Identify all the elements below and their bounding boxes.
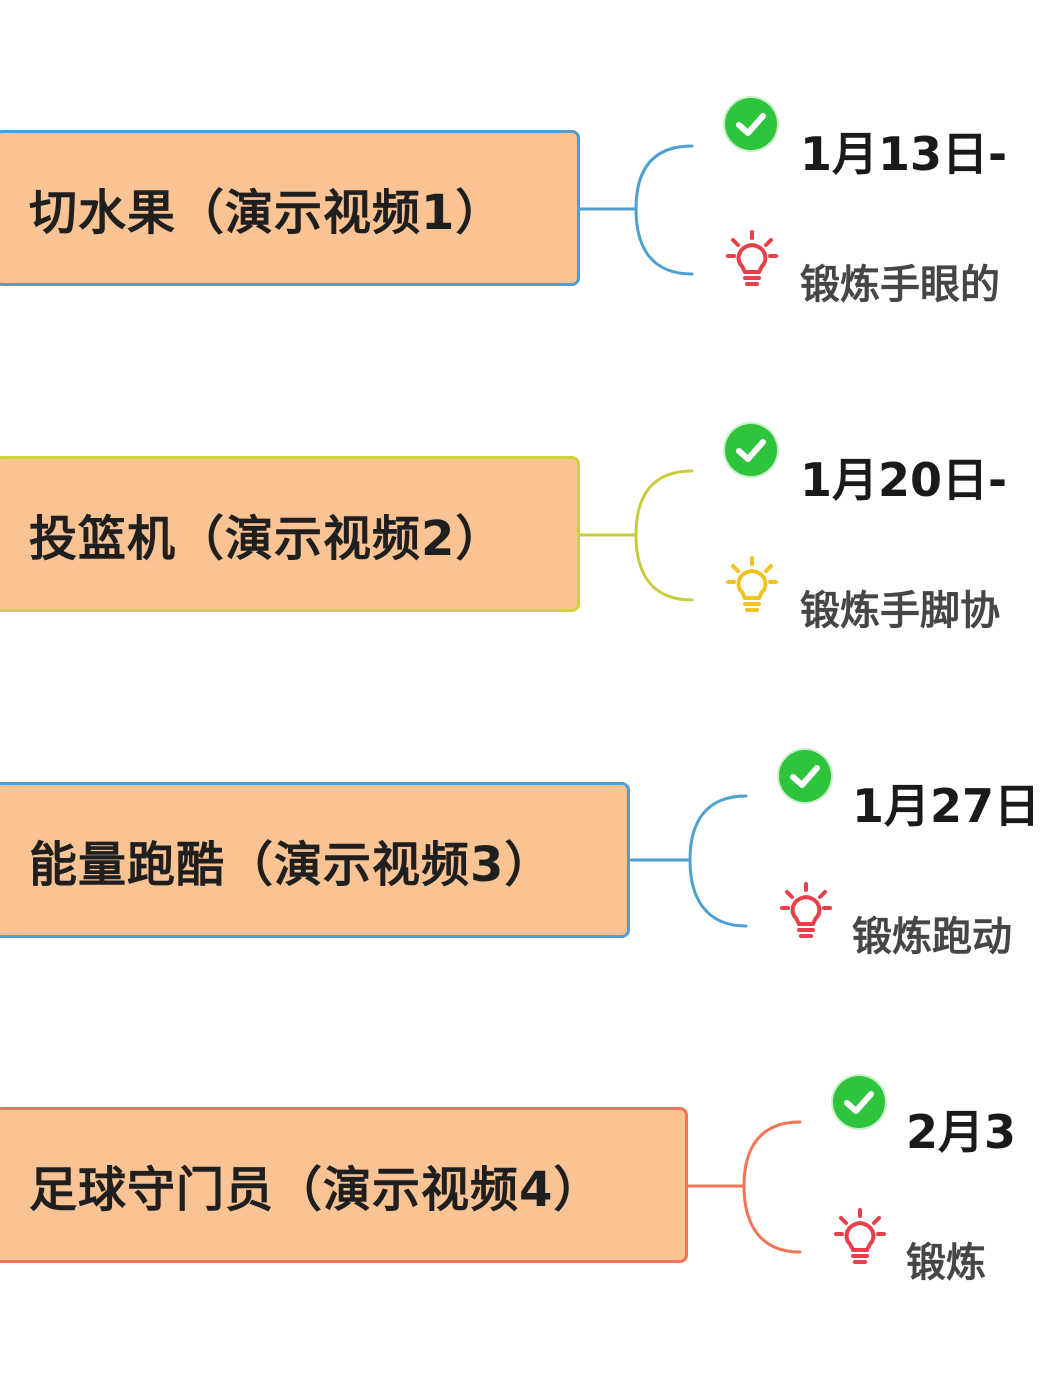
topic-box-goalkeeper[interactable]: 足球守门员（演示视频4） <box>0 1107 688 1263</box>
branch-connectors <box>578 144 802 1254</box>
topic-box-parkour[interactable]: 能量跑酷（演示视频3） <box>0 782 630 938</box>
topic-box-fruit-ninja[interactable]: 切水果（演示视频1） <box>0 130 580 286</box>
mindmap-canvas: 切水果（演示视频1） 投篮机（演示视频2） 能量跑酷（演示视频3） 足球守门员（… <box>0 98 1040 1286</box>
description-label: 锻炼手眼的 <box>800 262 1000 308</box>
topic-label: 足球守门员（演示视频4） <box>29 1162 603 1218</box>
branch-connector-1 <box>578 144 694 276</box>
lightbulb-icon <box>780 882 832 938</box>
date-label: 1月20日- <box>800 453 1008 507</box>
description-label: 锻炼 <box>906 1240 986 1286</box>
date-label: 2月3 <box>906 1105 1017 1159</box>
description-label: 锻炼手脚协 <box>800 588 1000 634</box>
topic-label: 切水果（演示视频1） <box>29 185 505 241</box>
branch-connector-3 <box>628 794 748 928</box>
lightbulb-icon <box>726 556 778 612</box>
topic-box-basketball[interactable]: 投篮机（演示视频2） <box>0 456 580 612</box>
check-circle-icon <box>833 1076 885 1128</box>
date-label: 1月27日 <box>852 779 1040 833</box>
check-circle-icon <box>779 750 831 802</box>
description-label: 锻炼跑动 <box>852 914 1012 960</box>
branch-connector-4 <box>686 1120 802 1254</box>
topic-label: 能量跑酷（演示视频3） <box>29 837 554 893</box>
branch-connector-2 <box>578 469 694 602</box>
lightbulb-icon <box>834 1208 886 1264</box>
date-label: 1月13日- <box>800 127 1008 181</box>
check-circle-icon <box>725 424 777 476</box>
check-circle-icon <box>725 98 777 150</box>
lightbulb-icon <box>726 230 778 286</box>
topic-label: 投篮机（演示视频2） <box>29 511 505 567</box>
